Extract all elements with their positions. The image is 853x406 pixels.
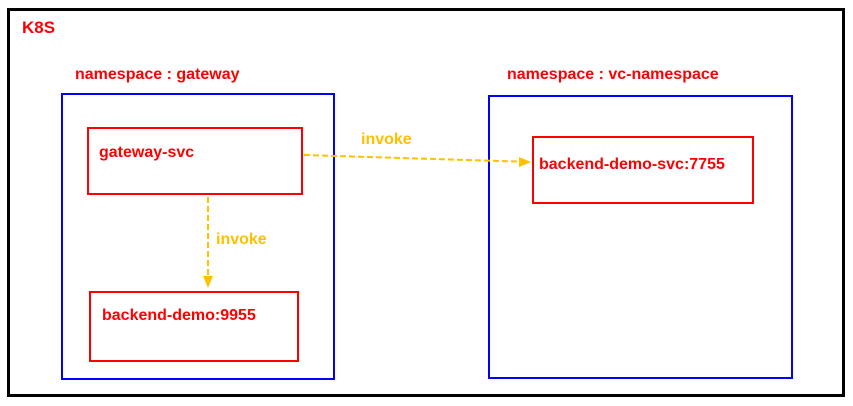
node-backend-demo-svc: backend-demo-svc:7755 [532,136,754,204]
node-backend-demo-svc-label: backend-demo-svc:7755 [539,156,725,173]
diagram-title: K8S [22,18,56,37]
invoke-label-vertical: invoke [216,231,267,248]
node-gateway-svc: gateway-svc [87,127,303,195]
node-backend-demo: backend-demo:9955 [89,291,299,362]
k8s-frame [7,8,845,397]
invoke-label-horizontal: invoke [361,131,412,148]
namespace-vc-namespace-label: namespace : vc-namespace [507,66,719,83]
namespace-gateway-label: namespace : gateway [75,66,240,83]
node-gateway-svc-label: gateway-svc [99,144,195,161]
node-backend-demo-label: backend-demo:9955 [102,307,256,324]
